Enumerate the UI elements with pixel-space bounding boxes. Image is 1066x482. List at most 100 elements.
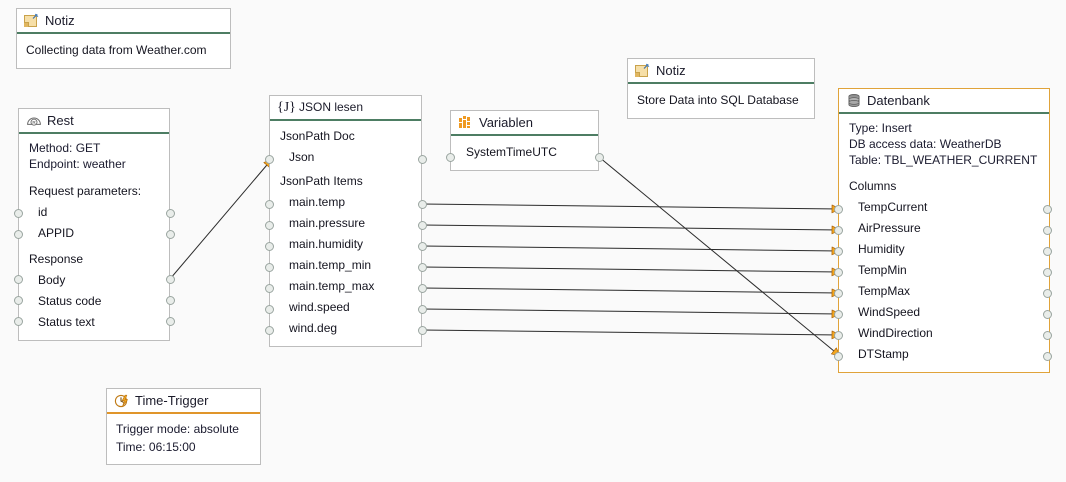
port-db-out-airpressure[interactable] [1043, 226, 1052, 235]
port-json-in-wind-deg[interactable] [265, 326, 274, 335]
node-rest[interactable]: R Rest Method: GET Endpoint: weather Req… [18, 108, 170, 341]
port-json-in-main-temp[interactable] [265, 200, 274, 209]
port-json-in-main-pressure[interactable] [265, 221, 274, 230]
node-body: SystemTimeUTC [451, 136, 598, 170]
port-json-out-main-temp-min[interactable] [418, 263, 427, 272]
port-db-in-tempmin[interactable] [834, 268, 843, 277]
rest-method: Method: GET [29, 141, 101, 155]
wire-main-temp-min [421, 266, 841, 277]
node-title: Variablen [479, 115, 533, 130]
port-db-in-tempmax[interactable] [834, 289, 843, 298]
port-db-in-windspeed[interactable] [834, 310, 843, 319]
port-json-in-wind-speed[interactable] [265, 305, 274, 314]
node-json-lesen[interactable]: {J} JSON lesen JsonPath Doc Json JsonPat… [269, 95, 422, 347]
group-label-response: Response [29, 252, 84, 266]
port-json-in-json[interactable] [265, 155, 274, 164]
sticky-note-icon [24, 13, 40, 29]
port-rest-in-statustext[interactable] [14, 317, 23, 326]
json-item-main-temp-max: main.temp_max [289, 279, 375, 293]
port-rest-out-appid[interactable] [166, 230, 175, 239]
wire-main-humidity [421, 245, 841, 256]
db-col-winddirection: WindDirection [858, 326, 933, 340]
port-db-in-dtstamp[interactable] [834, 352, 843, 361]
port-json-in-main-temp-min[interactable] [265, 263, 274, 272]
db-table: Table: TBL_WEATHER_CURRENT [849, 153, 1038, 167]
node-datenbank[interactable]: Datenbank Type: Insert DB access data: W… [838, 88, 1050, 373]
port-rest-in-appid[interactable] [14, 230, 23, 239]
wire-systemtimeutc-to-dtstamp [598, 156, 841, 357]
port-json-out-main-pressure[interactable] [418, 221, 427, 230]
wire-main-temp-max [421, 287, 841, 298]
port-json-out-main-temp-max[interactable] [418, 284, 427, 293]
port-rest-in-body[interactable] [14, 275, 23, 284]
port-variablen-out-systemtimeutc[interactable] [595, 153, 604, 162]
wire-rest-body-to-json [169, 158, 273, 280]
json-item-main-temp: main.temp [289, 195, 346, 209]
wire-main-pressure [421, 224, 841, 235]
port-db-out-tempmax[interactable] [1043, 289, 1052, 298]
db-col-humidity: Humidity [858, 242, 905, 256]
port-rest-out-statustext[interactable] [166, 317, 175, 326]
port-db-out-windspeed[interactable] [1043, 310, 1052, 319]
node-header: Time-Trigger [107, 389, 260, 414]
db-type: Type: Insert [849, 121, 912, 135]
node-title: Notiz [45, 13, 75, 28]
node-body: Type: Insert DB access data: WeatherDB T… [839, 114, 1049, 372]
port-rest-out-statuscode[interactable] [166, 296, 175, 305]
port-json-in-main-temp-max[interactable] [265, 284, 274, 293]
port-db-out-tempcurrent[interactable] [1043, 205, 1052, 214]
node-header: {J} JSON lesen [270, 96, 421, 121]
json-item-wind-speed: wind.speed [289, 300, 350, 314]
json-braces-icon: {J} [277, 99, 296, 115]
node-body: Collecting data from Weather.com [17, 34, 230, 68]
port-db-out-tempmin[interactable] [1043, 268, 1052, 277]
port-json-out-wind-deg[interactable] [418, 326, 427, 335]
group-label-request-parameters: Request parameters: [29, 184, 142, 198]
node-variablen[interactable]: Variablen SystemTimeUTC [450, 110, 599, 171]
db-col-dtstamp: DTStamp [858, 347, 909, 361]
svg-text:R: R [32, 120, 36, 125]
port-json-out-json[interactable] [418, 155, 427, 164]
port-json-out-wind-speed[interactable] [418, 305, 427, 314]
port-db-out-winddirection[interactable] [1043, 331, 1052, 340]
node-notiz-sql[interactable]: Notiz Store Data into SQL Database [627, 58, 815, 119]
db-col-tempmin: TempMin [858, 263, 907, 277]
port-rest-out-body[interactable] [166, 275, 175, 284]
node-title: Rest [47, 113, 74, 128]
trigger-mode: Trigger mode: absolute [116, 422, 239, 436]
node-header: R Rest [19, 109, 169, 134]
note-line: Store Data into SQL Database [637, 93, 799, 107]
port-json-in-main-humidity[interactable] [265, 242, 274, 251]
json-item-wind-deg: wind.deg [289, 321, 338, 335]
node-title: Time-Trigger [135, 393, 209, 408]
node-body: Trigger mode: absolute Time: 06:15:00 [107, 414, 260, 464]
port-db-in-tempcurrent[interactable] [834, 205, 843, 214]
rest-param-appid: APPID [38, 226, 75, 240]
db-col-tempmax: TempMax [858, 284, 911, 298]
port-db-out-dtstamp[interactable] [1043, 352, 1052, 361]
port-json-out-main-temp[interactable] [418, 200, 427, 209]
port-db-in-airpressure[interactable] [834, 226, 843, 235]
port-json-out-main-humidity[interactable] [418, 242, 427, 251]
rest-icon: R [26, 113, 42, 129]
rest-out-status-code: Status code [38, 294, 102, 308]
node-title: JSON lesen [299, 100, 364, 114]
port-db-in-winddirection[interactable] [834, 331, 843, 340]
group-label-jsonpath-items: JsonPath Items [280, 174, 363, 188]
rest-out-status-text: Status text [38, 315, 95, 329]
port-variablen-in-systemtimeutc[interactable] [446, 153, 455, 162]
node-header: Notiz [17, 9, 230, 34]
node-time-trigger[interactable]: Time-Trigger Trigger mode: absolute Time… [106, 388, 261, 465]
node-notiz-weather[interactable]: Notiz Collecting data from Weather.com [16, 8, 231, 69]
port-rest-in-id[interactable] [14, 209, 23, 218]
json-item-main-pressure: main.pressure [289, 216, 366, 230]
group-label-columns: Columns [849, 179, 897, 193]
port-db-out-humidity[interactable] [1043, 247, 1052, 256]
port-rest-out-id[interactable] [166, 209, 175, 218]
port-db-in-humidity[interactable] [834, 247, 843, 256]
json-item-main-humidity: main.humidity [289, 237, 364, 251]
port-rest-in-statuscode[interactable] [14, 296, 23, 305]
db-col-tempcurrent: TempCurrent [858, 200, 928, 214]
group-label-jsonpath-doc: JsonPath Doc [280, 129, 355, 143]
